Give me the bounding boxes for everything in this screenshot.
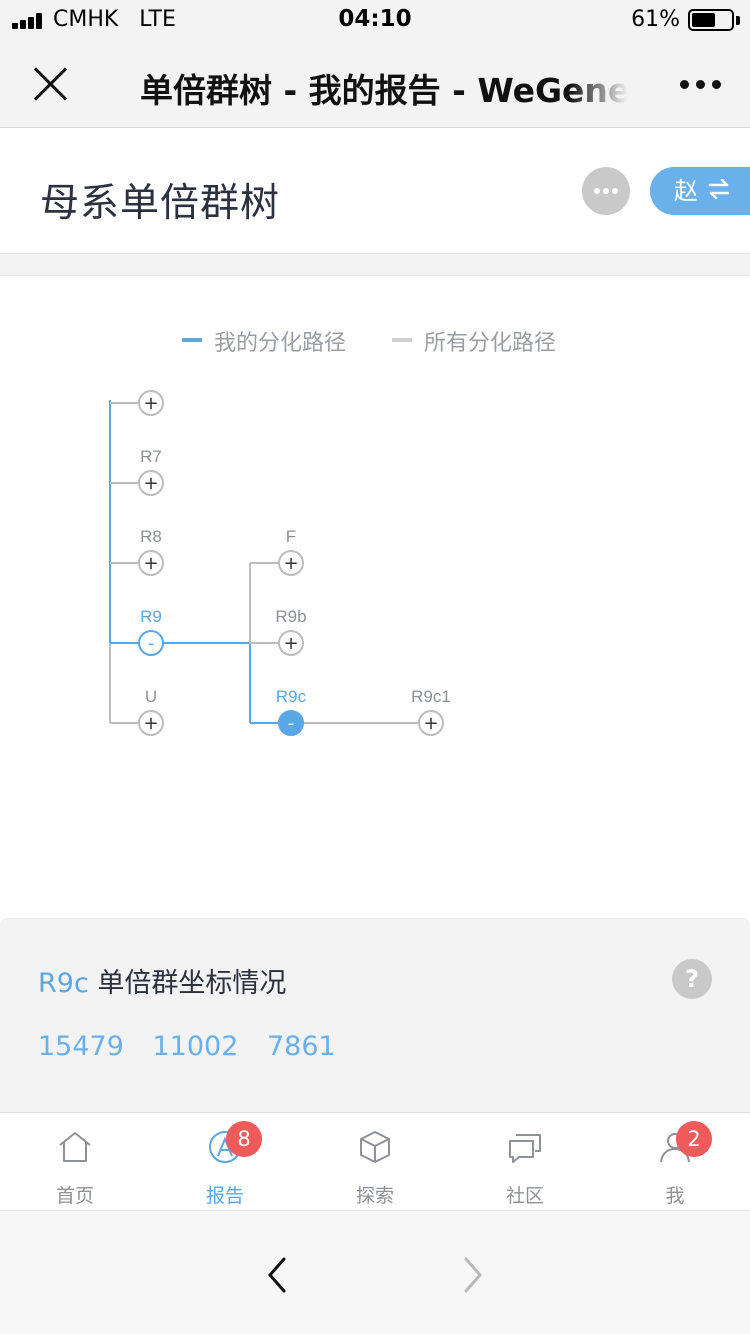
- status-bar: CMHK LTE 04:10 61%: [0, 0, 750, 40]
- switch-user-button[interactable]: 赵: [650, 167, 750, 215]
- coordinate-value: 11002: [152, 1031, 239, 1062]
- report-badge: 8: [226, 1121, 262, 1157]
- tree-node[interactable]: +U: [138, 687, 164, 736]
- legend-swatch-mine: [182, 338, 202, 342]
- tree-node-circle: [418, 710, 444, 736]
- chat-icon: [509, 1134, 541, 1163]
- tree-node[interactable]: - R9c: [276, 687, 307, 736]
- expand-icon: +: [143, 473, 158, 494]
- tab-me[interactable]: 2 我: [600, 1113, 750, 1211]
- forward-arrow-icon[interactable]: [458, 1256, 488, 1294]
- carrier-network: CMHK LTE: [53, 7, 176, 32]
- battery-tip: [736, 16, 740, 25]
- me-badge: 2: [676, 1121, 712, 1157]
- swap-icon: [708, 179, 730, 199]
- tree-node-label: R7: [140, 447, 162, 466]
- tree-node-label: F: [286, 527, 296, 546]
- tree-node-circle: [138, 390, 164, 416]
- tree-node-circle: [138, 630, 164, 656]
- coordinate-values: 15479 11002 7861: [38, 1031, 356, 1062]
- legend-swatch-all: [392, 338, 412, 342]
- close-button[interactable]: [30, 64, 70, 104]
- tab-explore[interactable]: 探索: [300, 1113, 450, 1211]
- legend-label-mine: 我的分化路径: [214, 331, 347, 356]
- tab-community[interactable]: 社区: [450, 1113, 600, 1211]
- tree-node-circle: [138, 470, 164, 496]
- tree-nodes: ++R7+R8-R9+U+F+R9b-R9c+R9c1: [138, 390, 451, 736]
- tree-node-circle: [278, 710, 304, 736]
- expand-icon: +: [423, 713, 438, 734]
- tab-label: 探索: [355, 1185, 394, 1207]
- tree-node[interactable]: +: [138, 390, 164, 416]
- expand-icon: +: [283, 553, 298, 574]
- expand-icon: +: [143, 553, 158, 574]
- coordinate-panel: R9c 单倍群坐标情况 ? 15479 11002 7861: [0, 918, 750, 1112]
- tree-node[interactable]: + R8: [138, 527, 164, 576]
- battery-level: [692, 13, 715, 27]
- tab-label: 报告: [205, 1185, 244, 1207]
- tree-node-circle: [278, 630, 304, 656]
- tree-node[interactable]: +F: [278, 527, 304, 576]
- page-title: 母系单倍群树: [40, 181, 281, 226]
- tree-node[interactable]: - R9: [138, 607, 164, 656]
- status-time: 04:10: [338, 6, 412, 32]
- page-header: 母系单倍群树 赵: [0, 128, 750, 254]
- battery-icon: [688, 9, 734, 31]
- tab-report[interactable]: 8 报告: [150, 1113, 300, 1211]
- expand-icon: +: [143, 393, 158, 414]
- user-name: 赵: [674, 177, 698, 205]
- section-divider: [0, 254, 750, 276]
- collapse-icon: -: [148, 633, 155, 654]
- tree-node[interactable]: + R9b: [275, 607, 307, 656]
- tree-node-label: R9c1: [411, 687, 451, 706]
- collapse-icon: -: [288, 713, 295, 734]
- ellipsis-button[interactable]: [582, 167, 630, 215]
- nav-title: 单倍群树 - 我的报告 - WeGene: [140, 71, 628, 108]
- coordinate-value: 15479: [38, 1031, 124, 1062]
- tree-node-label: R9b: [275, 607, 306, 626]
- tree-node-label: R9c: [276, 687, 307, 706]
- legend-label-all: 所有分化路径: [424, 331, 557, 356]
- browser-toolbar: [0, 1210, 750, 1334]
- tree-node-label: U: [145, 687, 157, 706]
- battery-percent: 61%: [631, 7, 680, 32]
- coordinate-haplogroup: R9c: [38, 968, 89, 999]
- tree-node-circle: [138, 710, 164, 736]
- network-type: LTE: [139, 7, 176, 32]
- home-icon: [59, 1132, 91, 1162]
- tree-links: [109, 400, 419, 724]
- help-button[interactable]: ?: [672, 959, 712, 999]
- tree-node[interactable]: + R7: [138, 447, 164, 496]
- cube-icon: [360, 1131, 390, 1163]
- tree-node-circle: [138, 550, 164, 576]
- tree-node-label: R8: [140, 527, 162, 546]
- tab-label: 首页: [55, 1185, 94, 1207]
- nav-bar: 单倍群树 - 我的报告 - WeGene: [0, 40, 750, 128]
- tree-node-label: R9: [140, 607, 162, 626]
- tab-label: 我: [665, 1185, 685, 1207]
- carrier-name: CMHK: [53, 7, 119, 32]
- coordinate-title: R9c 单倍群坐标情况: [38, 961, 286, 1000]
- tree-node-circle: [278, 550, 304, 576]
- expand-icon: +: [143, 713, 158, 734]
- haplogroup-tree: ++R7+R8-R9+U+F+R9b-R9c+R9c1: [109, 390, 451, 736]
- expand-icon: +: [283, 633, 298, 654]
- coordinate-value: 7861: [267, 1031, 336, 1062]
- signal-icon: [12, 13, 48, 29]
- tree-node[interactable]: + R9c1: [411, 687, 451, 736]
- tab-label: 社区: [505, 1185, 544, 1207]
- tab-home[interactable]: 首页: [0, 1113, 150, 1211]
- coordinate-title-text: 单倍群坐标情况: [88, 968, 287, 999]
- more-options-button[interactable]: [680, 80, 722, 90]
- back-arrow-icon[interactable]: [262, 1256, 292, 1294]
- tab-bar: 首页 8 报告 探索 社区 2 我: [0, 1112, 750, 1210]
